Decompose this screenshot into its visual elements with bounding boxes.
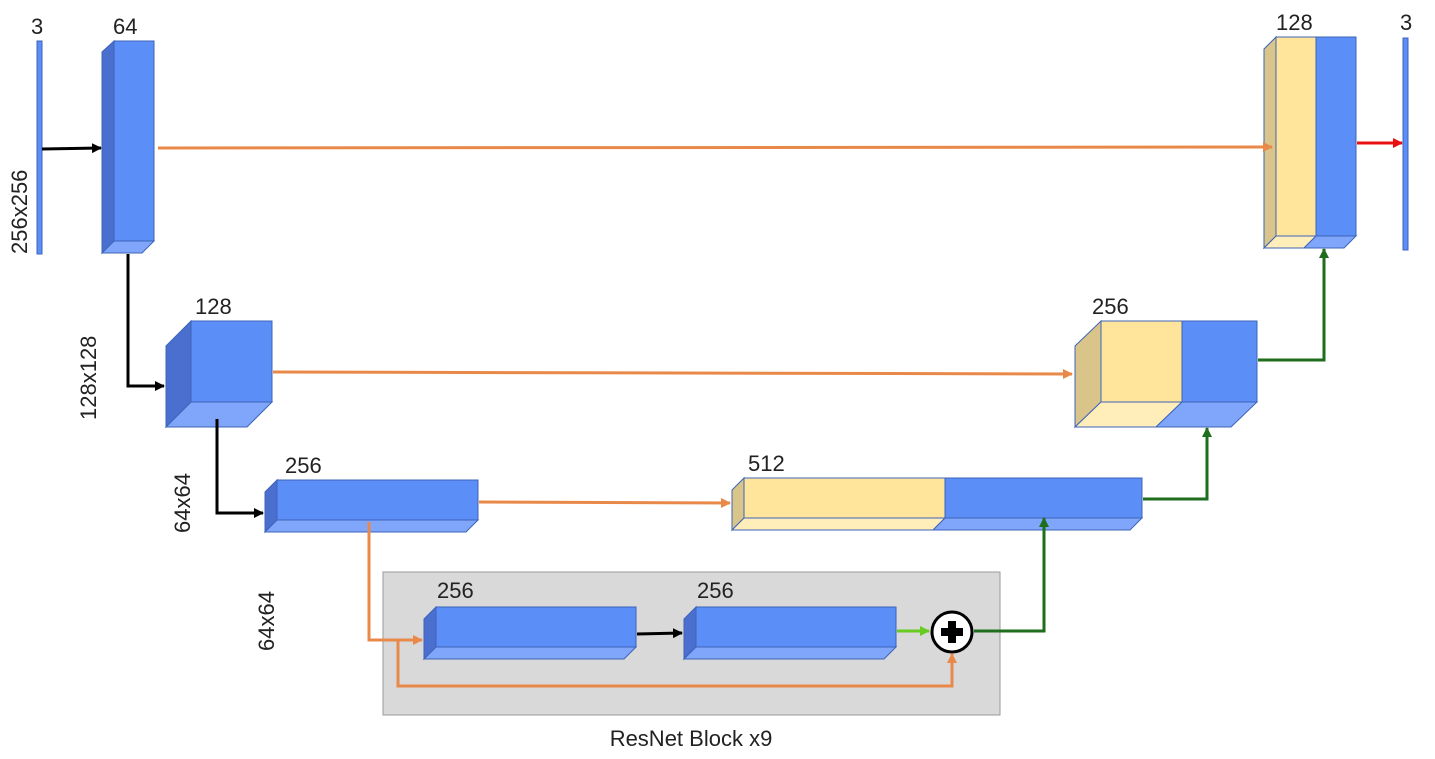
arrow-input-to-enc64 bbox=[41, 143, 102, 154]
encoder-block-256 bbox=[263, 478, 480, 534]
label-size-64-a: 64x64 bbox=[170, 473, 195, 533]
decoder-block-256 bbox=[1073, 319, 1259, 429]
arrow-enc64-to-enc128 bbox=[126, 254, 165, 391]
label-dec256-channels: 256 bbox=[1092, 294, 1129, 319]
label-output-channels: 3 bbox=[1400, 10, 1412, 35]
skip-connection-64 bbox=[157, 142, 1273, 153]
decoder-block-128 bbox=[1262, 35, 1358, 250]
skip-connection-128 bbox=[272, 368, 1073, 379]
label-res1-channels: 256 bbox=[437, 578, 474, 603]
arrow-enc256-to-resnet bbox=[367, 522, 423, 645]
label-dec128-channels: 128 bbox=[1276, 10, 1313, 35]
resnet-caption: ResNet Block x9 bbox=[610, 726, 773, 751]
label-dec512-channels: 512 bbox=[748, 451, 785, 476]
decoder-block-512 bbox=[730, 476, 1144, 532]
label-enc128-channels: 128 bbox=[195, 294, 232, 319]
resnet-conv-block-2 bbox=[682, 605, 898, 661]
label-res2-channels: 256 bbox=[697, 578, 734, 603]
arrow-dec512-to-dec256 bbox=[1143, 427, 1212, 501]
label-size-256: 256x256 bbox=[7, 170, 32, 254]
input-layer bbox=[36, 40, 43, 255]
label-enc256-channels: 256 bbox=[285, 453, 322, 478]
encoder-block-128 bbox=[164, 319, 274, 429]
residual-shortcut bbox=[396, 640, 957, 688]
label-size-128: 128x128 bbox=[76, 336, 101, 420]
arrow-dec256-to-dec128 bbox=[1258, 248, 1329, 362]
residual-add-node bbox=[930, 610, 974, 654]
resnet-conv-block-1 bbox=[422, 605, 638, 661]
arrow-add-to-dec512 bbox=[974, 517, 1049, 633]
encoder-block-64 bbox=[100, 39, 156, 255]
arrow-res1-to-res2 bbox=[636, 628, 683, 639]
label-enc64-channels: 64 bbox=[113, 14, 137, 39]
output-layer bbox=[1402, 37, 1409, 251]
arrow-enc128-to-enc256 bbox=[215, 419, 264, 518]
label-input-channels: 3 bbox=[31, 14, 43, 39]
label-size-64-b: 64x64 bbox=[254, 591, 279, 651]
skip-connection-256 bbox=[478, 497, 731, 508]
